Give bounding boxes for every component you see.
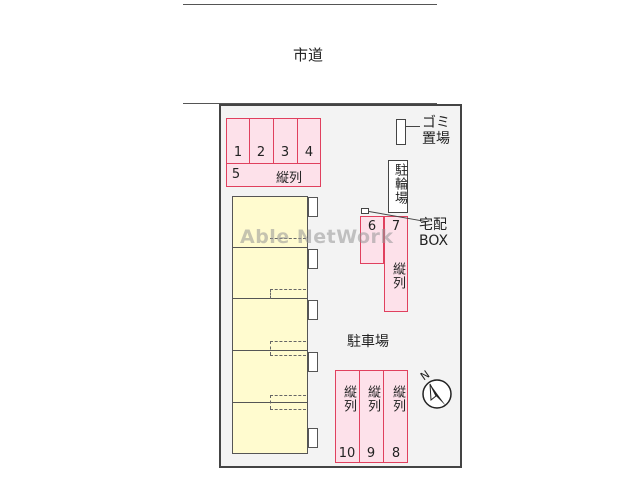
space-number-9: 9 — [366, 446, 376, 461]
compass-icon — [422, 379, 452, 409]
dashed-line — [270, 395, 306, 396]
garbage-leader-line — [406, 126, 420, 127]
space-number-2: 2 — [256, 145, 266, 160]
dashed-line — [270, 341, 271, 355]
dashed-line — [270, 355, 306, 356]
road-top-edge — [183, 4, 437, 5]
watermark: Able NetWork — [240, 226, 394, 248]
tandem-label-10: 縦列 — [341, 385, 356, 413]
bicycle-parking — [388, 160, 408, 213]
bicycle-label: 駐輪場 — [392, 163, 407, 205]
unit-balcony-4 — [308, 352, 318, 372]
dashed-line — [270, 409, 306, 410]
dashed-line — [270, 341, 306, 342]
space-number-1: 1 — [233, 145, 243, 160]
unit-balcony-2 — [308, 249, 318, 269]
space-number-4: 4 — [304, 145, 314, 160]
parking-block-top — [226, 118, 321, 187]
building-unit-1 — [232, 196, 308, 248]
parking-label: 駐車場 — [347, 334, 389, 350]
dashed-line — [270, 289, 306, 290]
garbage-area — [396, 119, 406, 145]
space-number-3: 3 — [280, 145, 290, 160]
unit-balcony-5 — [308, 428, 318, 448]
parking-space-6 — [360, 216, 384, 264]
delivery-box — [361, 208, 369, 214]
unit-balcony-3 — [308, 300, 318, 320]
unit-balcony-1 — [308, 197, 318, 217]
parking-space-7 — [384, 216, 408, 312]
space-number-10: 10 — [338, 446, 356, 461]
delivery-box-label: 宅配BOX — [419, 217, 449, 249]
tandem-label-top: 縦列 — [276, 171, 303, 186]
tandem-label-8: 縦列 — [390, 385, 405, 413]
space-number-7: 7 — [391, 219, 401, 234]
dashed-line — [270, 395, 271, 409]
parking-block-bottom — [335, 370, 408, 463]
space-number-8: 8 — [391, 446, 401, 461]
dashed-line — [270, 238, 306, 239]
tandem-label-right: 縦列 — [390, 262, 405, 290]
tandem-label-9: 縦列 — [365, 385, 380, 413]
dashed-line — [270, 289, 271, 299]
space-number-6: 6 — [367, 219, 377, 234]
space-number-5: 5 — [231, 167, 241, 182]
road-label: 市道 — [293, 46, 324, 64]
garbage-label: ゴミ置場 — [422, 115, 450, 147]
road-bottom-edge — [183, 103, 437, 104]
